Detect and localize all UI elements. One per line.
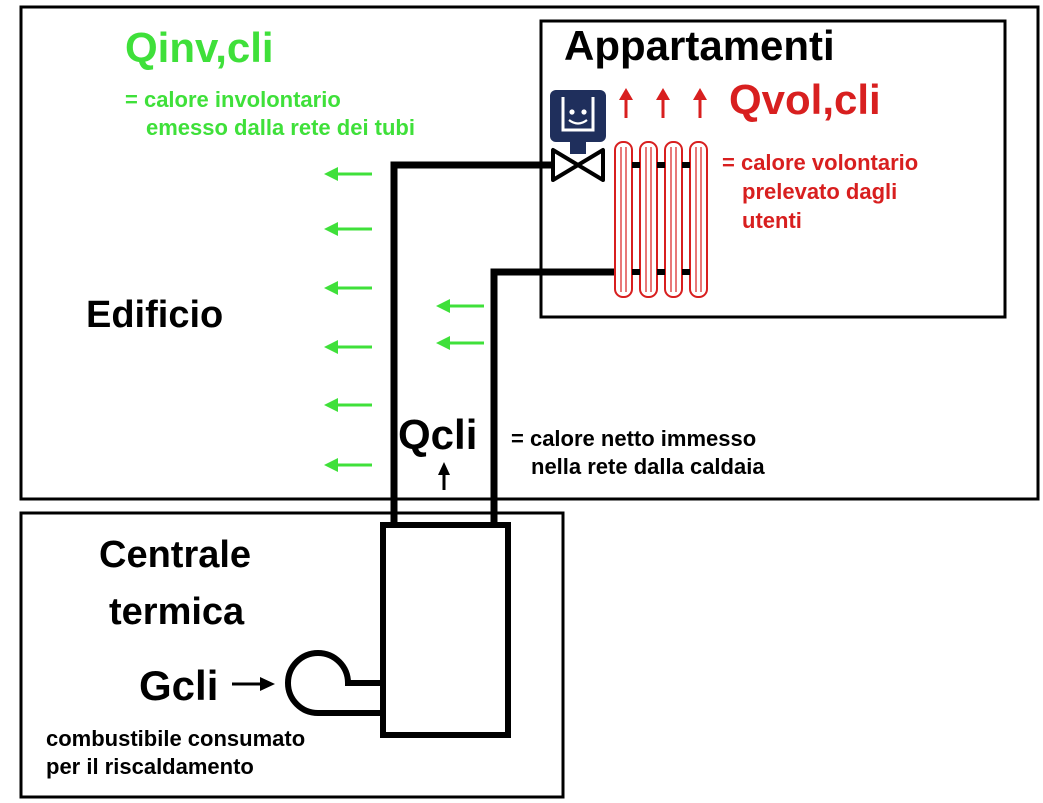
qinv-desc-line1: = calore involontario	[125, 87, 341, 112]
building-box	[19, 5, 1040, 501]
burner-fan-icon	[285, 650, 383, 716]
gcli-title: Gcli	[139, 662, 219, 709]
gcli-desc-line1: combustibile consumato	[46, 726, 306, 751]
heating-plant-label-line2: termica	[109, 591, 245, 633]
qinv-title: Qinv,cli	[125, 24, 274, 71]
qcli-arrow-icon	[438, 462, 450, 490]
voluntary-heat-arrows	[619, 88, 707, 118]
qinv-desc-line2: emesso dalla rete dei tubi	[146, 115, 415, 140]
radiator-icon	[614, 141, 708, 298]
thermostat-valve-icon	[550, 90, 606, 182]
qvol-desc-line1: = calore volontario	[722, 150, 919, 175]
involuntary-heat-arrows	[324, 167, 484, 472]
qvol-desc-line3: utenti	[742, 208, 802, 233]
qcli-desc-line1: = calore netto immesso	[511, 426, 757, 451]
qcli-desc-line2: nella rete dalla caldaia	[531, 454, 765, 479]
gcli-desc-line2: per il riscaldamento	[46, 754, 254, 779]
gcli-arrow-icon	[232, 677, 275, 691]
apartments-label: Appartamenti	[564, 22, 835, 69]
qvol-title: Qvol,cli	[729, 76, 881, 123]
return-pipe	[490, 268, 615, 525]
supply-pipe	[390, 161, 560, 525]
building-label: Edificio	[86, 294, 224, 336]
qvol-desc-line2: prelevato dagli	[742, 179, 898, 204]
pipe-network	[390, 161, 615, 525]
boiler-icon	[380, 522, 511, 738]
qcli-title: Qcli	[398, 411, 478, 458]
heating-plant-label-line1: Centrale	[99, 534, 252, 576]
